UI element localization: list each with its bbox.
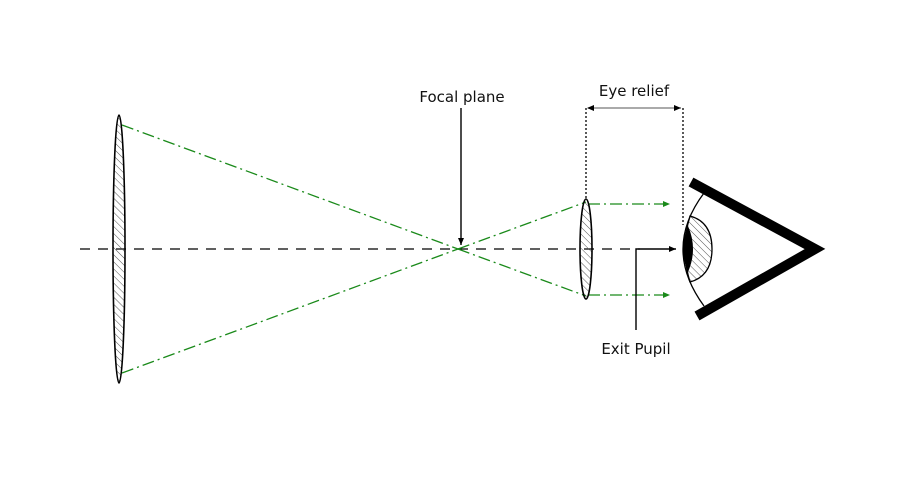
ray-bottom-out — [457, 248, 587, 297]
eyepiece-lens — [579, 198, 593, 300]
eye-icon — [682, 177, 826, 321]
ray-top-out — [457, 201, 587, 250]
focal-plane-label: Focal plane — [419, 88, 504, 106]
eye-cornea — [682, 192, 705, 307]
objective-lens — [112, 114, 126, 384]
ray-top-in — [121, 124, 459, 250]
exit-pupil-pointer — [635, 246, 676, 330]
exit-pupil-label: Exit Pupil — [601, 340, 670, 358]
eye-lids — [688, 177, 826, 321]
ray-bottom-in — [121, 248, 459, 374]
eye-pupil — [683, 226, 693, 272]
eye-relief-label: Eye relief — [599, 82, 670, 100]
